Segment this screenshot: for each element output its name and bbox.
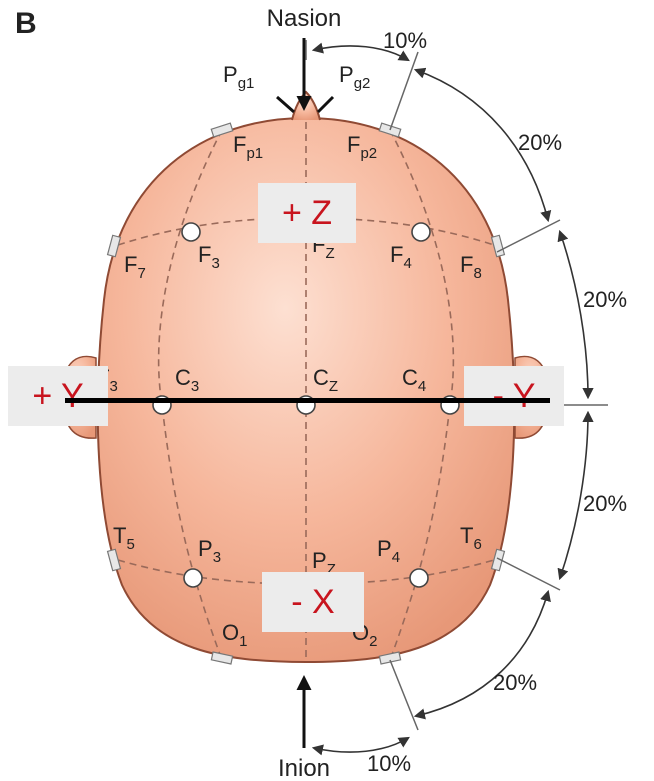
t5-label: T5 bbox=[113, 523, 135, 553]
pg1-marker bbox=[276, 95, 295, 114]
t6-label: T6 bbox=[460, 523, 482, 553]
t5-pad bbox=[106, 548, 122, 572]
f3-electrode bbox=[181, 222, 201, 242]
measurement-arcs bbox=[311, 42, 594, 756]
p3-electrode bbox=[183, 568, 203, 588]
arc-top-10 bbox=[311, 42, 410, 62]
cz-label: CZ bbox=[313, 365, 338, 395]
f3-label: F3 bbox=[198, 242, 220, 272]
nasion-label: Nasion bbox=[267, 5, 342, 32]
p4-label: P4 bbox=[377, 536, 400, 566]
fp2-label: Fp2 bbox=[347, 132, 377, 162]
y-axis-line bbox=[65, 398, 550, 403]
pct-right-lower: 20% bbox=[493, 670, 537, 695]
o1-pad bbox=[210, 651, 234, 665]
o1-label: O1 bbox=[222, 620, 247, 650]
f4-label: F4 bbox=[390, 242, 412, 272]
pg2-label: Pg2 bbox=[339, 62, 370, 92]
f7-label: F7 bbox=[124, 252, 146, 282]
fp1-pad bbox=[210, 122, 234, 138]
pct-right-upper: 20% bbox=[518, 130, 562, 155]
arc-right-lower-20 bbox=[413, 589, 551, 720]
edge-electrodes bbox=[106, 122, 506, 665]
percentage-labels: 10% 20% 20% 20% 20% 10% bbox=[367, 28, 627, 776]
axis-label-minus-x: - X bbox=[262, 572, 364, 632]
pct-top-right: 10% bbox=[383, 28, 427, 53]
electrode-labels: Pg1 Pg2 Fp1 Fp2 F7 F3 FZ F4 F8 T3 C3 CZ … bbox=[96, 62, 557, 650]
f8-pad bbox=[490, 234, 506, 258]
arc-right-upper-20 bbox=[413, 67, 552, 223]
inion-label: Inion bbox=[278, 755, 330, 781]
fp1-label: Fp1 bbox=[233, 132, 263, 162]
p3-label: P3 bbox=[198, 536, 221, 566]
pct-right-mid-lower: 20% bbox=[583, 491, 627, 516]
arc-bottom-10 bbox=[311, 736, 410, 756]
c3-label: C3 bbox=[175, 365, 199, 395]
left-parasagittal bbox=[157, 129, 223, 661]
axis-label-plus-z: + Z bbox=[258, 183, 356, 243]
f8-label: F8 bbox=[460, 252, 482, 282]
pz-label: PZ bbox=[312, 548, 336, 578]
f7-pad bbox=[106, 234, 122, 258]
pg1-label: Pg1 bbox=[223, 62, 254, 92]
pg2-marker bbox=[316, 95, 335, 114]
p4-electrode bbox=[409, 568, 429, 588]
f4-electrode bbox=[411, 222, 431, 242]
nose bbox=[291, 90, 321, 121]
c4-label: C4 bbox=[402, 365, 426, 395]
arc-right-mid-lower-20 bbox=[557, 410, 594, 581]
axis-label-plus-y: + Y bbox=[8, 366, 108, 426]
panel-label: B bbox=[15, 7, 37, 40]
arc-right-mid-upper-20 bbox=[557, 229, 594, 400]
pct-right-mid-upper: 20% bbox=[583, 287, 627, 312]
pct-bottom-right: 10% bbox=[367, 751, 411, 776]
axis-label-minus-y: - Y bbox=[464, 366, 564, 426]
